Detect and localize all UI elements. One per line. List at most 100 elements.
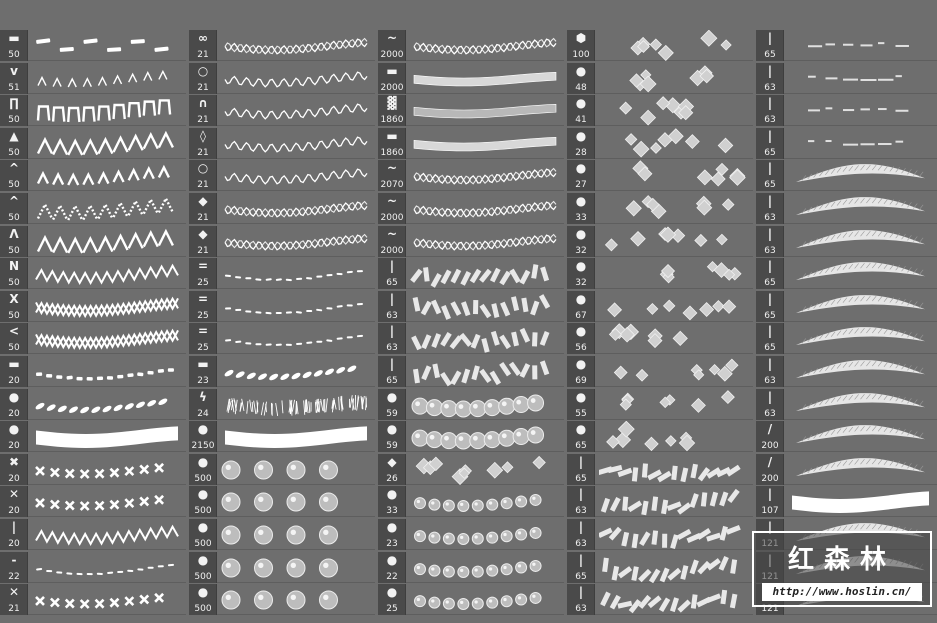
- brush-tip-thumbnail: |63: [756, 95, 784, 127]
- brush-preset[interactable]: ●33: [567, 193, 753, 224]
- brush-preset[interactable]: ▲50: [0, 127, 186, 159]
- brush-tip-thumbnail: ▲50: [0, 127, 28, 159]
- brush-preset[interactable]: |63: [378, 323, 564, 355]
- brush-preset[interactable]: ●32: [567, 258, 753, 290]
- brush-preset[interactable]: |65: [756, 258, 937, 290]
- brush-preset[interactable]: ~2000: [378, 30, 564, 61]
- brush-preset[interactable]: ∏50: [0, 95, 186, 127]
- brush-tip-icon: |: [578, 585, 584, 600]
- brush-preset[interactable]: ▬23: [189, 356, 375, 387]
- brush-tip-icon: N: [8, 259, 20, 274]
- brush-preset[interactable]: ~2070: [378, 160, 564, 192]
- brush-tip-thumbnail: ◆21: [189, 193, 217, 224]
- brush-tip-icon: ●: [386, 585, 398, 600]
- brush-preset[interactable]: ◆21: [189, 193, 375, 224]
- brush-preset[interactable]: ●20: [0, 421, 186, 453]
- brush-preset[interactable]: ●20: [0, 388, 186, 420]
- brush-preset[interactable]: |107: [756, 486, 937, 518]
- brush-preset[interactable]: |65: [567, 551, 753, 583]
- brush-preset[interactable]: |63: [567, 519, 753, 550]
- brush-preset[interactable]: ◆21: [189, 225, 375, 257]
- brush-preset[interactable]: =25: [189, 258, 375, 290]
- brush-preset[interactable]: ●500: [189, 551, 375, 583]
- brush-preset[interactable]: ^50: [0, 160, 186, 192]
- brush-preset[interactable]: ●41: [567, 95, 753, 127]
- brush-preset[interactable]: ●65: [567, 421, 753, 453]
- brush-preset[interactable]: ∩21: [189, 95, 375, 127]
- brush-preset[interactable]: |63: [567, 486, 753, 518]
- brush-preset[interactable]: |63: [756, 193, 937, 224]
- brush-preset[interactable]: |63: [567, 584, 753, 616]
- brush-preset[interactable]: ●27: [567, 160, 753, 192]
- brush-preset[interactable]: <50: [0, 323, 186, 355]
- brush-preset[interactable]: ●67: [567, 290, 753, 322]
- brush-preset[interactable]: /200: [756, 453, 937, 485]
- brush-preset[interactable]: ▬1860: [378, 127, 564, 159]
- brush-preset[interactable]: ⬢100: [567, 30, 753, 61]
- brush-tip-icon: |: [767, 357, 773, 371]
- brush-preset[interactable]: ●500: [189, 519, 375, 550]
- brush-preset[interactable]: ◊21: [189, 127, 375, 159]
- brush-preset[interactable]: |65: [756, 127, 937, 159]
- brush-preset[interactable]: ●56: [567, 323, 753, 355]
- brush-preset[interactable]: ●500: [189, 486, 375, 518]
- brush-preset[interactable]: ○21: [189, 160, 375, 192]
- brush-preset[interactable]: =25: [189, 290, 375, 322]
- brush-preset[interactable]: |65: [756, 160, 937, 192]
- brush-preset[interactable]: |63: [378, 290, 564, 322]
- brush-preset[interactable]: ●69: [567, 356, 753, 387]
- brush-preset[interactable]: |65: [756, 323, 937, 355]
- brush-preset[interactable]: ●28: [567, 127, 753, 159]
- brush-preset[interactable]: =25: [189, 323, 375, 355]
- brush-preset[interactable]: ●500: [189, 584, 375, 616]
- brush-preset[interactable]: |65: [378, 258, 564, 290]
- brush-preset[interactable]: ▬20: [0, 356, 186, 387]
- brush-preset[interactable]: ●2150: [189, 421, 375, 453]
- brush-preset[interactable]: ✕21: [0, 584, 186, 616]
- brush-preset[interactable]: ●55: [567, 388, 753, 420]
- brush-preset[interactable]: /200: [756, 421, 937, 453]
- brush-size: 25: [386, 604, 398, 615]
- brush-preset[interactable]: |63: [756, 388, 937, 420]
- brush-tip-icon: ●: [8, 389, 20, 404]
- brush-preset[interactable]: ●500: [189, 453, 375, 485]
- brush-preset[interactable]: ●59: [378, 421, 564, 453]
- brush-preset[interactable]: |20: [0, 519, 186, 550]
- brush-preset[interactable]: |63: [756, 62, 937, 94]
- brush-preset[interactable]: ◆26: [378, 453, 564, 485]
- brush-preset[interactable]: ∞21: [189, 30, 375, 61]
- brush-preset[interactable]: |65: [756, 290, 937, 322]
- brush-size: 20: [8, 473, 20, 484]
- brush-preset[interactable]: |65: [756, 30, 937, 61]
- brush-preset[interactable]: ● 25: [378, 584, 564, 616]
- brush-preset[interactable]: ▬50: [0, 30, 186, 61]
- brush-preset[interactable]: ●32: [567, 225, 753, 257]
- brush-preset[interactable]: -22: [0, 551, 186, 583]
- brush-size: 20: [8, 376, 20, 386]
- brush-preset[interactable]: |63: [756, 356, 937, 387]
- brush-preset[interactable]: ●23: [378, 519, 564, 550]
- brush-preset[interactable]: ●59: [378, 388, 564, 420]
- brush-tip-thumbnail: ●55: [567, 388, 595, 420]
- brush-preset[interactable]: ✕20: [0, 486, 186, 518]
- brush-preset[interactable]: ●33: [378, 486, 564, 518]
- brush-preset[interactable]: ●48: [567, 62, 753, 94]
- brush-preset[interactable]: |65: [378, 356, 564, 387]
- brush-preset[interactable]: ▓1860: [378, 95, 564, 127]
- brush-preset[interactable]: ~2000: [378, 193, 564, 224]
- stroke-preview: [410, 160, 560, 191]
- brush-preset[interactable]: ~2000: [378, 225, 564, 257]
- brush-preset[interactable]: ○21: [189, 62, 375, 94]
- brush-preset[interactable]: ^50: [0, 193, 186, 224]
- brush-preset[interactable]: |63: [756, 95, 937, 127]
- brush-preset[interactable]: |63: [756, 225, 937, 257]
- brush-preset[interactable]: ✖20: [0, 453, 186, 485]
- brush-preset[interactable]: |65: [567, 453, 753, 485]
- brush-preset[interactable]: ●22: [378, 551, 564, 583]
- brush-preset[interactable]: ▬2000: [378, 62, 564, 94]
